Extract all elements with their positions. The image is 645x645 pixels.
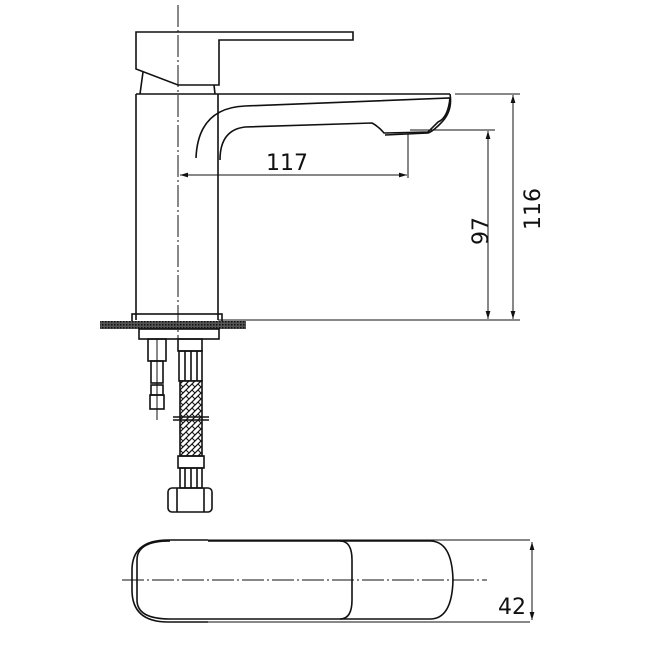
- countertop: [100, 321, 246, 329]
- base-nut: [138, 328, 220, 340]
- dim-label-116: 116: [521, 188, 546, 230]
- dim-label-117: 117: [266, 151, 308, 176]
- spout: [195, 97, 451, 161]
- top-view: [122, 539, 535, 623]
- side-view: [100, 5, 452, 513]
- small-hose: [147, 338, 167, 420]
- lever-handle: [135, 31, 354, 86]
- tap-body: [135, 93, 450, 320]
- braided-hose: [167, 338, 213, 513]
- dimension-lines: [180, 93, 520, 321]
- dim-label-42: 42: [498, 595, 526, 620]
- dim-label-97: 97: [469, 217, 494, 245]
